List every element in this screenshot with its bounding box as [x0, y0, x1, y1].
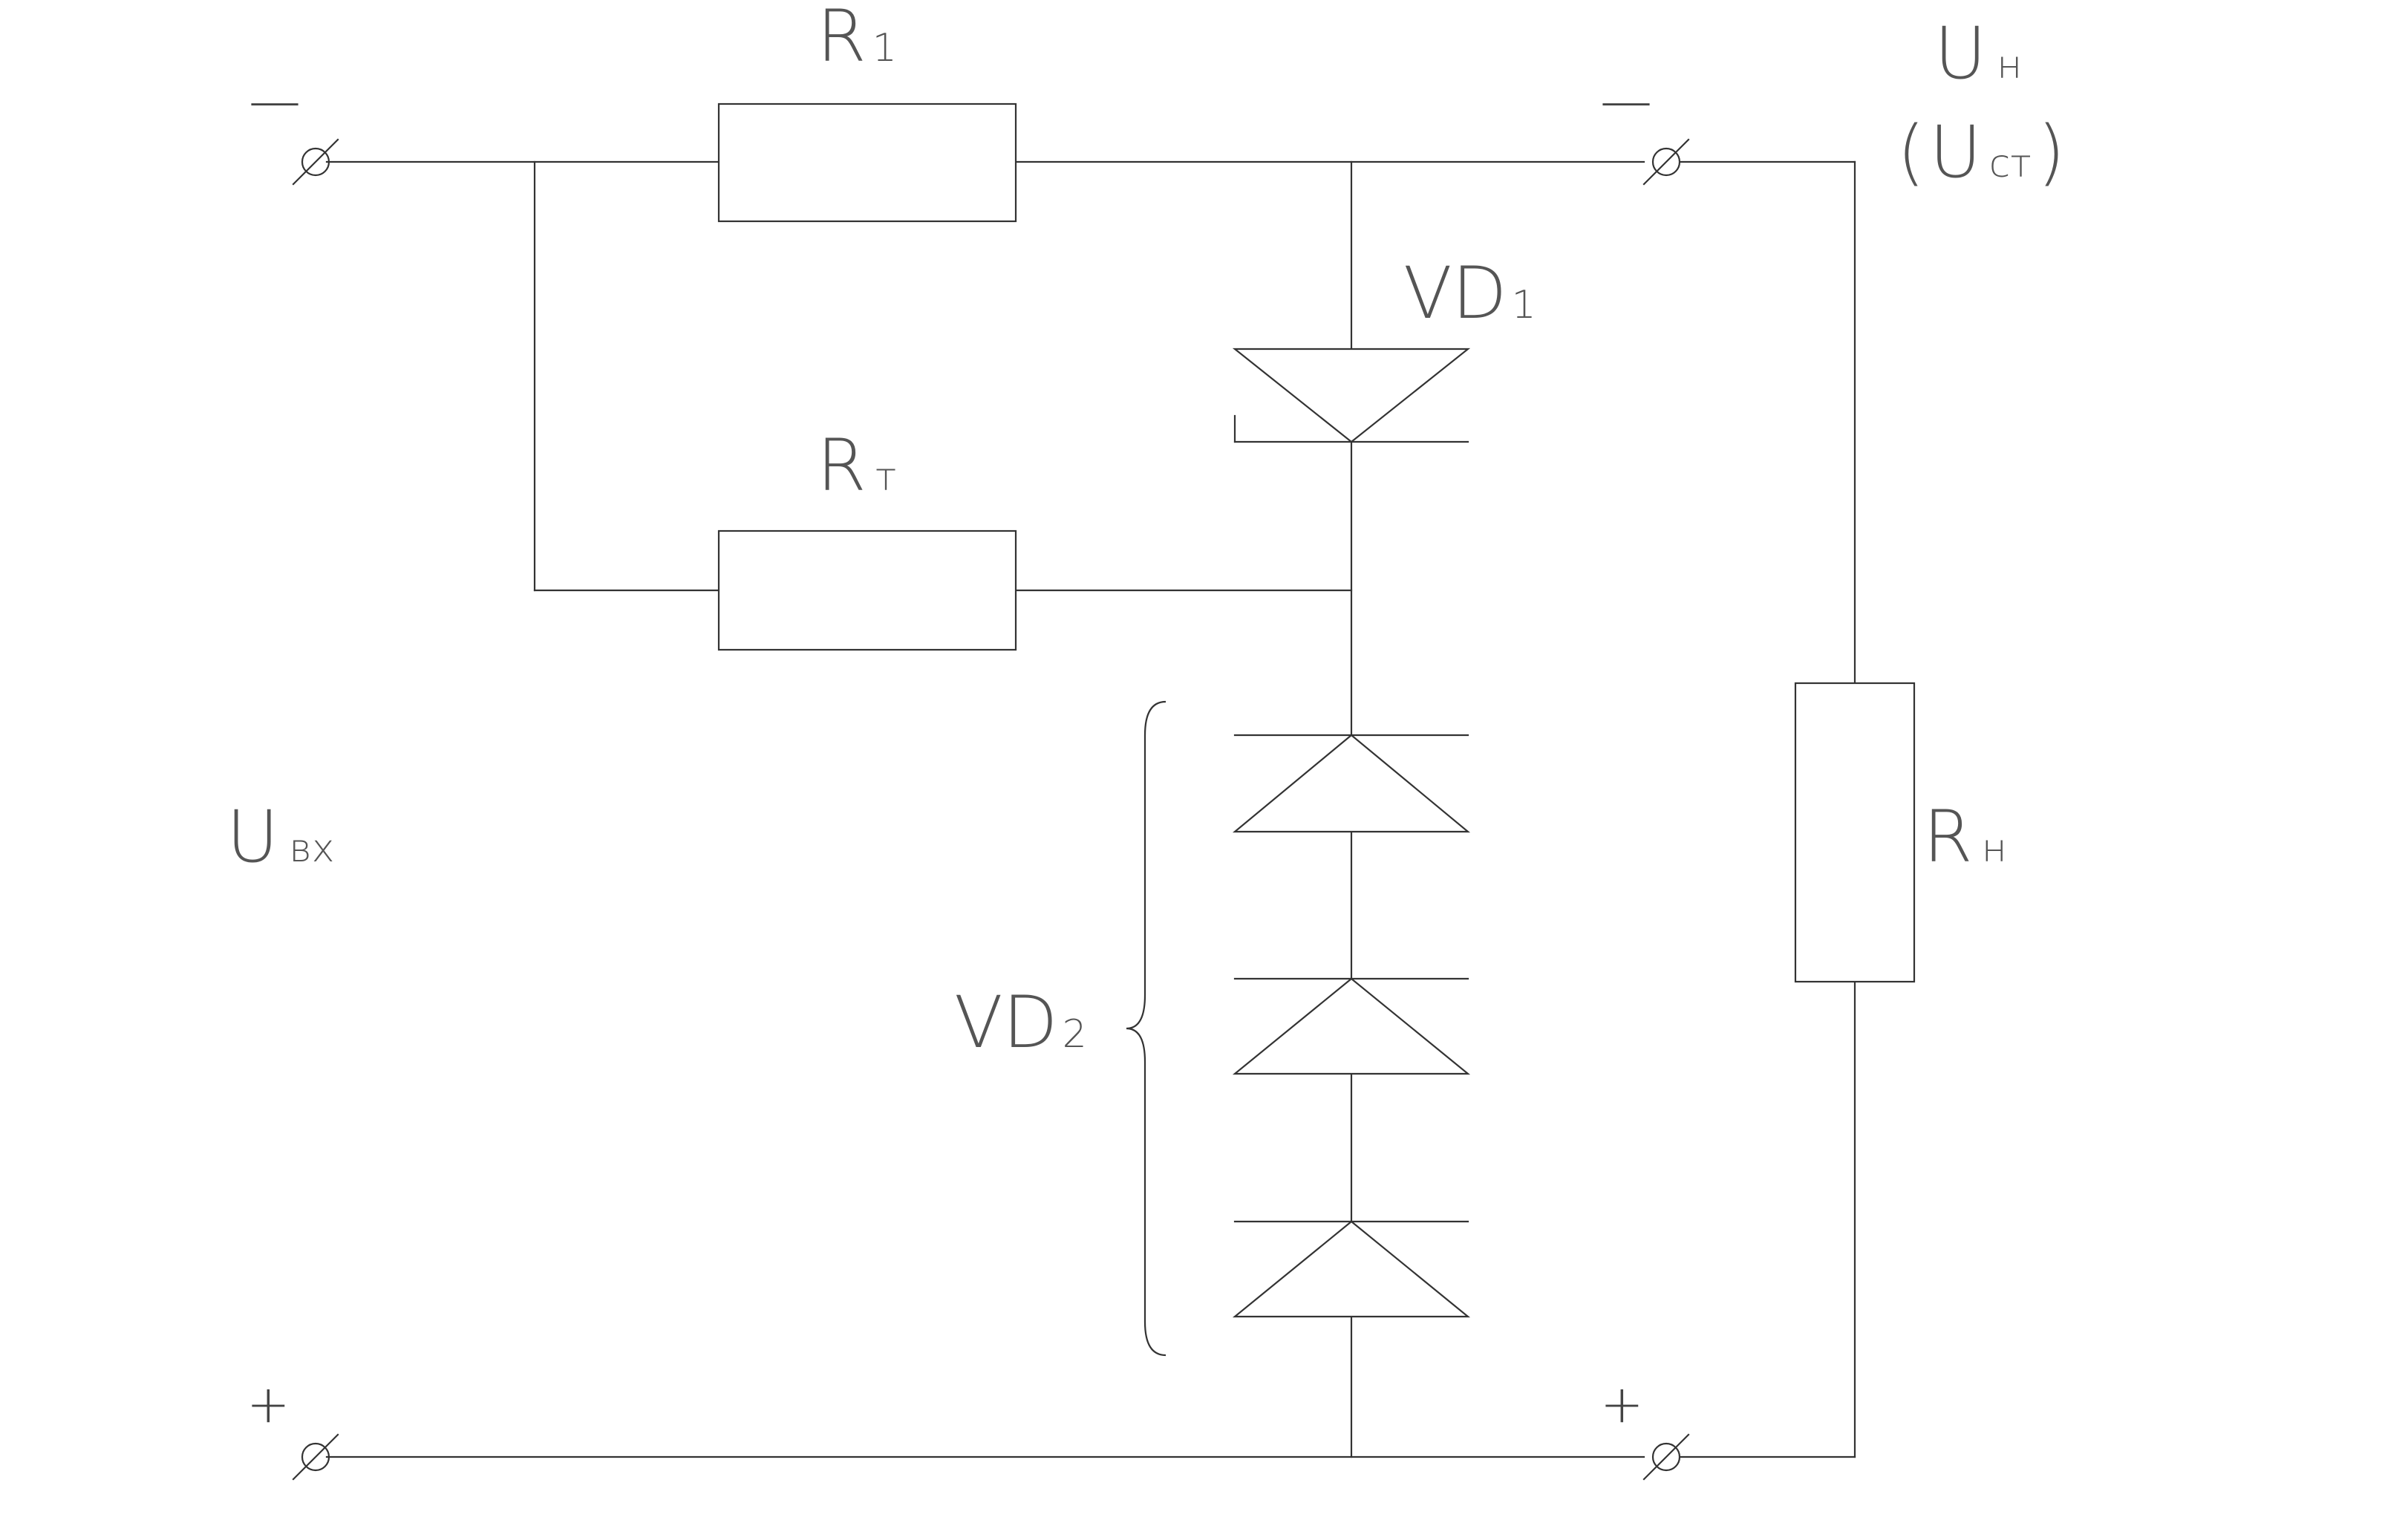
sign-input-minus: — [249, 71, 301, 131]
terminal-output-top [1642, 138, 1690, 186]
terminal-input-top [292, 138, 339, 186]
diode-vd2-3 [1232, 1220, 1471, 1318]
sign-input-plus: + [247, 1374, 290, 1435]
terminal-output-bottom [1642, 1433, 1690, 1481]
resistor-rt [717, 529, 1017, 651]
vd2-brace [1126, 700, 1167, 1357]
wires [325, 160, 1856, 1458]
resistor-r1 [717, 102, 1017, 223]
terminal-input-bottom [292, 1433, 339, 1481]
diode-vd2-2 [1232, 977, 1471, 1075]
diode-vd2-1 [1232, 734, 1471, 833]
zener-diode-vd1 [1232, 348, 1471, 443]
sign-output-plus: + [1600, 1374, 1644, 1435]
sign-output-minus: — [1600, 71, 1652, 131]
resistor-rh [1794, 682, 1916, 983]
